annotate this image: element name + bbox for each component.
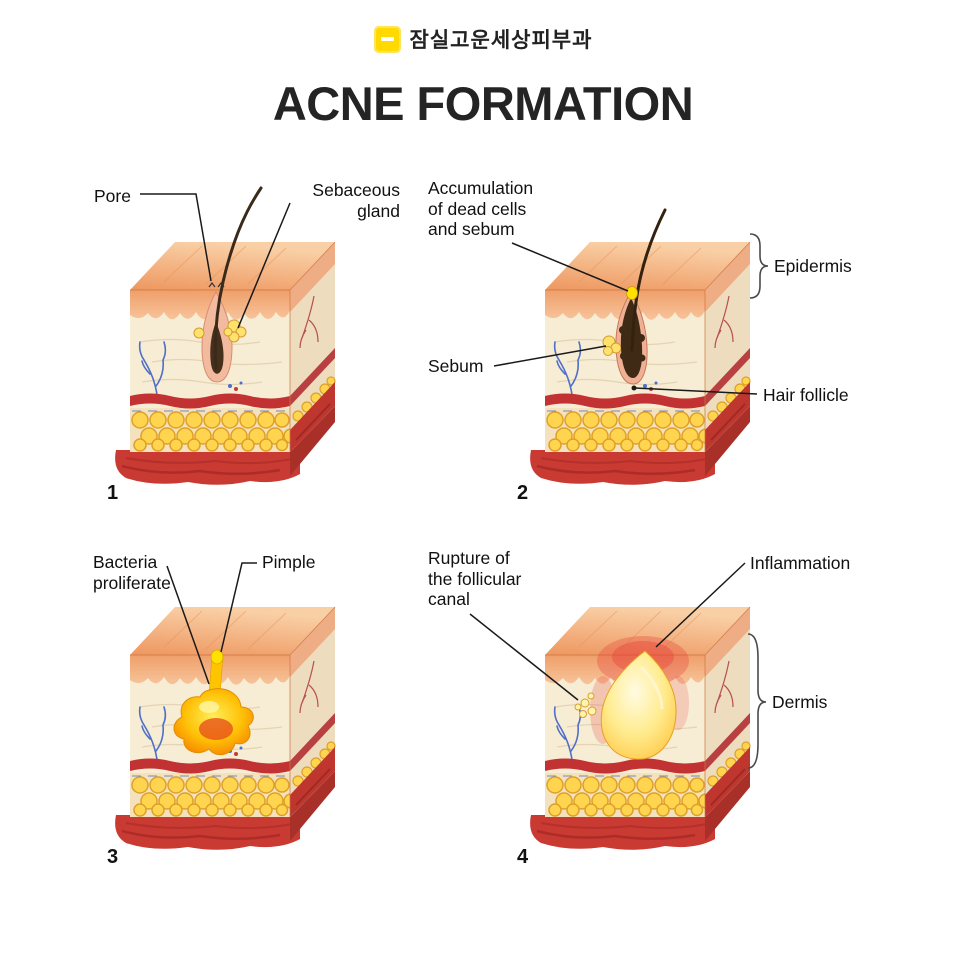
stage-2-number: 2 bbox=[517, 482, 529, 504]
clogged-follicle bbox=[602, 208, 667, 385]
label-pore: Pore bbox=[94, 186, 131, 206]
hair-follicle-normal bbox=[193, 186, 263, 383]
pimple-art bbox=[173, 649, 254, 756]
stage-1-block bbox=[115, 186, 335, 485]
label-accumulation: Accumulation of dead cells and sebum bbox=[428, 178, 534, 240]
page-title: ACNE FORMATION bbox=[272, 77, 694, 130]
epidermis-bracket bbox=[749, 233, 769, 299]
pore-pointer-line bbox=[140, 193, 212, 282]
brackets bbox=[747, 233, 769, 769]
label-bacteria: Bacteria proliferate bbox=[93, 552, 171, 593]
label-hair-follicle: Hair follicle bbox=[763, 385, 849, 405]
sebum-pointer-line bbox=[493, 345, 607, 367]
label-dermis: Dermis bbox=[772, 692, 828, 712]
hair-follicle-pointer-dot bbox=[631, 385, 637, 391]
sebaceous-gland bbox=[223, 319, 247, 343]
stage-4-block bbox=[530, 607, 750, 850]
sebum-gland bbox=[602, 335, 622, 356]
hair-shaft-icon bbox=[213, 186, 263, 370]
pimple-pointer-line bbox=[220, 562, 257, 653]
sebaceous-gland-pointer-line bbox=[237, 202, 291, 329]
dermis-bracket bbox=[747, 633, 767, 769]
label-pimple: Pimple bbox=[262, 552, 316, 572]
hair-root bbox=[210, 322, 224, 374]
stage-1-number: 1 bbox=[107, 482, 119, 504]
minus-square-icon bbox=[373, 25, 401, 53]
hair-follicle-pointer-line bbox=[633, 387, 758, 395]
stage-3-number: 3 bbox=[107, 846, 119, 868]
label-sebum: Sebum bbox=[428, 356, 484, 376]
stage-3-block bbox=[115, 607, 335, 850]
label-epidermis: Epidermis bbox=[774, 256, 852, 276]
accumulation-pointer-line bbox=[511, 242, 629, 292]
hair-shaft-icon bbox=[630, 208, 667, 352]
label-sebaceous-gland: Sebaceous gland bbox=[312, 180, 400, 221]
pore-marks bbox=[208, 282, 225, 288]
minus-glyph bbox=[380, 37, 394, 41]
inflammation-pointer-line bbox=[655, 562, 746, 648]
stage-4-number: 4 bbox=[517, 846, 529, 868]
bacteria-pointer-line bbox=[166, 565, 210, 685]
pimple-head bbox=[210, 649, 224, 665]
pointer-lines bbox=[140, 193, 758, 701]
sebum-plug bbox=[626, 286, 638, 300]
rupture-art bbox=[574, 636, 689, 760]
stage-2-block bbox=[530, 208, 750, 485]
clinic-name: 잠실고운세상피부과 bbox=[409, 29, 593, 52]
rupture-pointer-line bbox=[469, 613, 579, 701]
label-rupture: Rupture of the follicular canal bbox=[428, 548, 522, 610]
label-inflammation: Inflammation bbox=[750, 553, 851, 573]
leaked-sebum-bubbles bbox=[574, 692, 597, 718]
clinic-header: 잠실고운세상피부과 bbox=[0, 24, 966, 54]
